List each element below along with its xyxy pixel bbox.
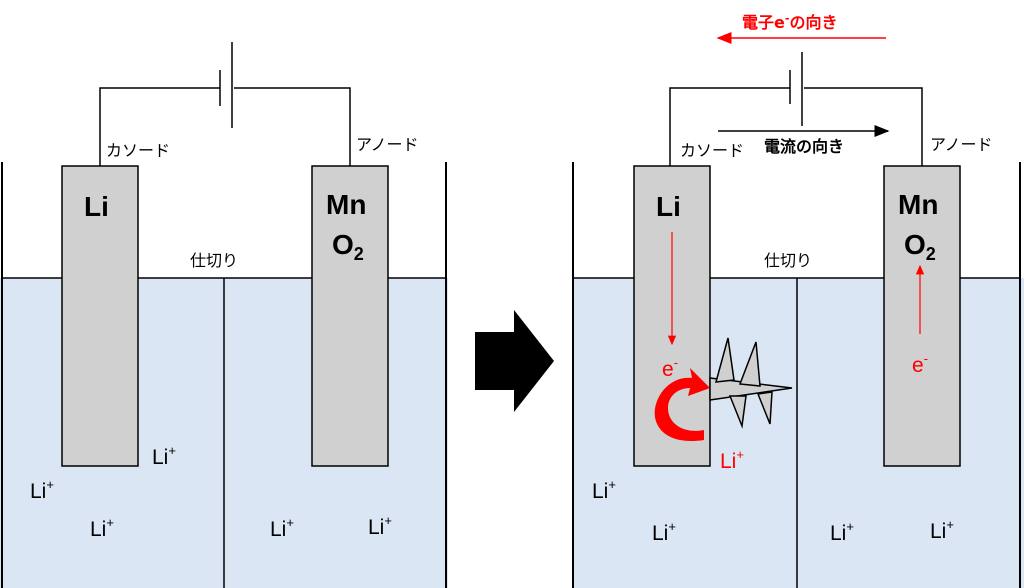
- right-anode-electrode-label-mn: Mn: [898, 189, 938, 220]
- left-cell: カソード アノード 仕切り Li Mn O2 Li+ Li+ Li+ Li+ L…: [0, 42, 448, 588]
- deposition-curved-arrow-icon: [654, 368, 710, 442]
- left-anode-label: アノード: [356, 135, 419, 154]
- dendrite-icon: [709, 337, 793, 429]
- left-wire: [99, 87, 220, 166]
- ion-label: Li+: [930, 517, 954, 543]
- right-anode-label: アノード: [930, 135, 993, 154]
- anode-electron-label: e-: [912, 351, 928, 377]
- right-anode-electrode: [883, 165, 961, 467]
- ion-label: Li+: [270, 515, 294, 541]
- ion-label: Li+: [152, 443, 176, 469]
- left-separator-label: 仕切り: [190, 251, 238, 270]
- left-anode-electrode: [311, 165, 389, 467]
- ion-label: Li+: [652, 519, 676, 545]
- ion-label: Li+: [830, 519, 854, 545]
- left-cathode-label: カソード: [106, 141, 170, 160]
- left-wire-right: [234, 87, 351, 166]
- left-cathode-electrode: [61, 165, 139, 467]
- left-anode-electrode-label-mn: Mn: [326, 189, 366, 220]
- ion-label: Li+: [368, 513, 392, 539]
- ion-label: Li+: [90, 515, 114, 541]
- ion-label: Li+: [592, 477, 616, 503]
- right-cell: 電子e-の向き 電流の向き カソード アノード 仕切り Li Mn O2 e- …: [572, 12, 1024, 588]
- deposit-ion-label: Li+: [720, 447, 744, 473]
- current-direction-label: 電流の向き: [764, 137, 844, 156]
- right-cathode-label: カソード: [680, 141, 744, 160]
- right-arrow-icon: [475, 310, 554, 412]
- left-anode-electrode-label-o: O2: [332, 229, 364, 264]
- right-wire: [669, 87, 790, 166]
- ion-label: Li+: [30, 477, 54, 503]
- cathode-electron-label: e-: [662, 355, 678, 381]
- right-cathode-electrode-label: Li: [656, 191, 681, 222]
- right-wire-right: [804, 87, 923, 166]
- right-anode-electrode-label-o: O2: [904, 229, 936, 264]
- right-separator-label: 仕切り: [764, 251, 812, 270]
- left-cathode-electrode-label: Li: [84, 191, 109, 222]
- electron-direction-label: 電子e-の向き: [742, 12, 837, 32]
